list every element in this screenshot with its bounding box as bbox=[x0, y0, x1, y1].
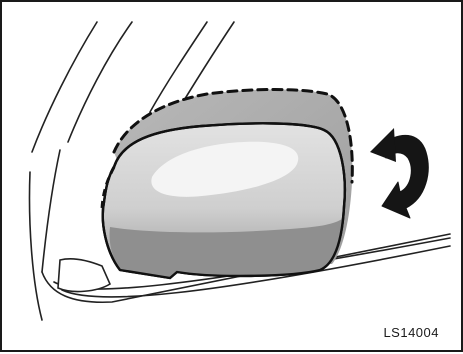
curved-rotate-arrow-icon bbox=[370, 128, 428, 218]
mirror-base-bracket bbox=[58, 259, 110, 292]
a-pillar-outer-line bbox=[32, 22, 97, 152]
door-panel-line bbox=[30, 172, 43, 320]
rotation-arrow-shadow bbox=[388, 170, 401, 186]
figure-code-label: LS14004 bbox=[383, 325, 439, 340]
window-frame-lower bbox=[42, 150, 60, 272]
a-pillar-line-2 bbox=[68, 22, 132, 142]
mirror-housing bbox=[102, 123, 345, 278]
rotation-arrow-head bbox=[370, 128, 396, 162]
